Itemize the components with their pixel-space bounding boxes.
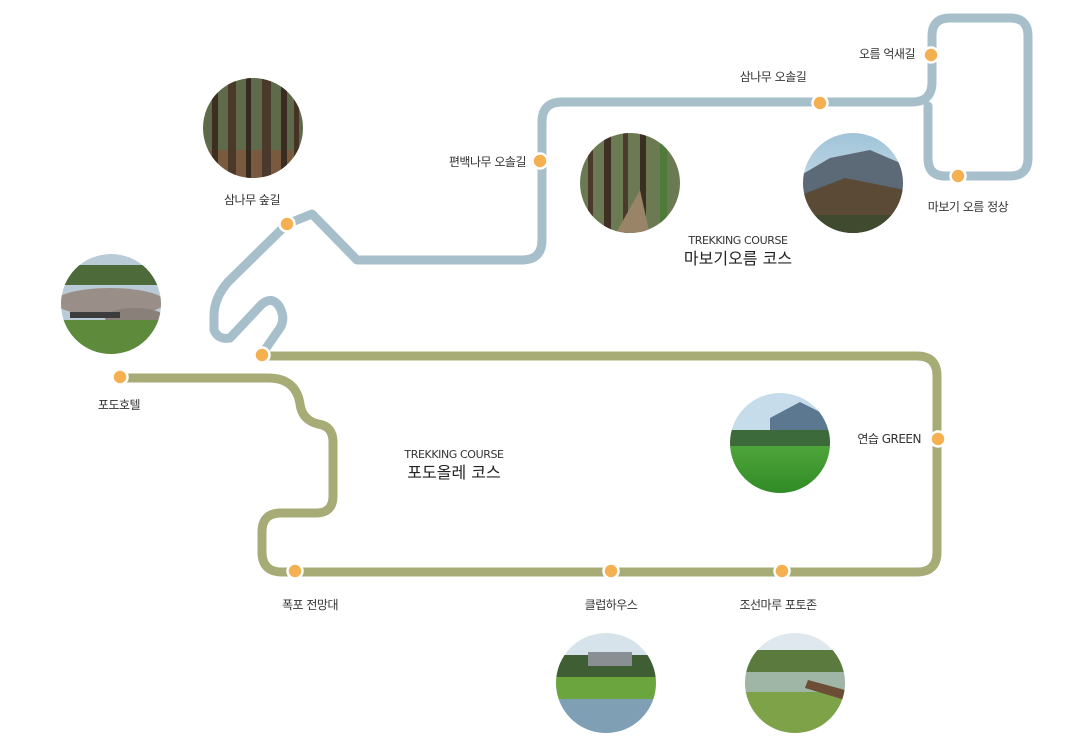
label-waterfall-observatory: 폭포 전망대 [281,598,339,612]
mabogi-course-subtitle: TREKKING COURSE [688,234,788,247]
stop-marker-samnamu-osolgil[interactable] [811,94,829,112]
stop-marker-joseon-maru[interactable] [773,562,791,580]
mabogi-course-name: 마보기오름 코스 [683,249,793,268]
label-podo-hotel: 포도호텔 [97,398,141,412]
label-mabogi-summit: 마보기 오름 정상 [927,200,1009,214]
stop-marker-waterfall-observatory[interactable] [286,562,304,580]
stop-marker-podo-hotel[interactable] [111,368,129,386]
label-samnamu-osolgil: 삼나무 오솔길 [739,70,807,84]
podo-course-title: TREKKING COURSE 포도올레 코스 [404,448,504,483]
mountain-photo [803,133,903,233]
label-pyeonbaek-osolgil: 편백나무 오솔길 [448,155,527,169]
podo-course-name: 포도올레 코스 [407,463,501,482]
stop-marker-junction[interactable] [253,346,271,364]
stop-marker-samnamu-supgil[interactable] [278,215,296,233]
label-samnamu-supgil: 삼나무 숲길 [223,193,281,207]
hotel-photo [61,254,161,354]
mabogi-course-title: TREKKING COURSE 마보기오름 코스 [684,234,792,269]
stop-marker-practice-green[interactable] [929,430,947,448]
label-joseon-maru: 조선마루 포토존 [739,598,817,612]
stop-marker-pyeonbaek-osolgil[interactable] [531,152,549,170]
forest-trail-photo [580,133,680,233]
mabogi-course-route-lower [209,219,292,359]
stop-markers [111,46,967,580]
golf-green-photo [730,393,830,493]
podo-course-subtitle: TREKKING COURSE [404,448,504,461]
clubhouse-photo [556,633,656,733]
label-practice-green: 연습 GREEN [857,432,921,446]
pond-boardwalk-photo [745,633,845,733]
stop-marker-mabogi-summit[interactable] [949,167,967,185]
label-oreum-eoksaegil: 오름 억새길 [858,47,916,61]
podo-course-route [115,351,942,577]
stop-marker-clubhouse[interactable] [602,562,620,580]
mabogi-course-route [282,13,1033,265]
forest-photo [203,78,303,178]
stop-marker-oreum-eoksaegil[interactable] [922,46,940,64]
label-clubhouse: 클럽하우스 [584,598,638,612]
